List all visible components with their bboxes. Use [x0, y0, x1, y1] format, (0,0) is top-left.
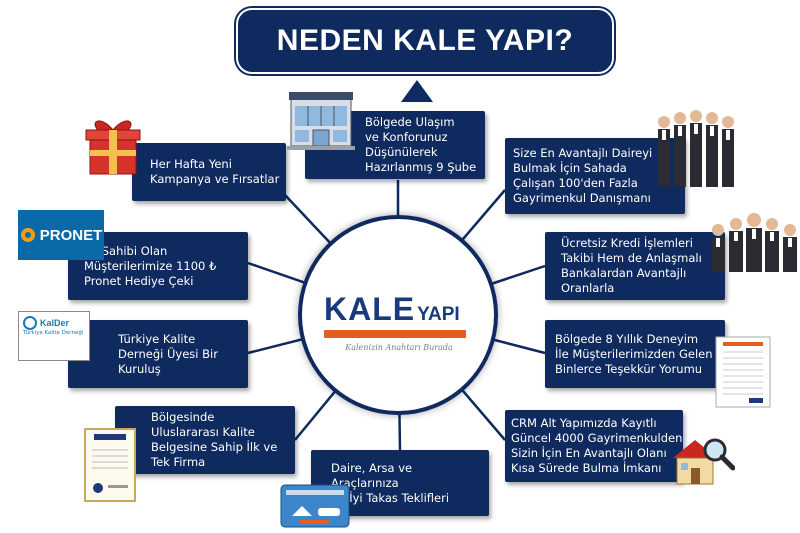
kalder-logo: KalDer Türkiye Kalite Derneği: [18, 311, 90, 361]
gift-box-icon: [85, 120, 141, 175]
logo-yapi-text: YAPI: [417, 304, 460, 325]
office-building-icon: [287, 92, 355, 150]
pronet-logo-text: PRONET: [39, 226, 103, 244]
exchange-card-icon: [280, 484, 350, 528]
pronet-logo: PRONET: [18, 210, 104, 260]
up-arrow-icon: [401, 80, 433, 102]
card-crm: CRM Alt Yapımızda Kayıtlı Güncel 4000 Ga…: [505, 410, 683, 482]
logo-orange-bar: [324, 330, 466, 338]
kalder-mark-icon: [23, 316, 37, 330]
business-team-icon: [711, 213, 797, 272]
card-kampanya: Her Hafta Yeni Kampanya ve Fırsatlar: [132, 143, 286, 201]
logo-slogan: Kalenizin Anahtarı Burada: [345, 343, 453, 352]
business-team-icon: [658, 110, 734, 187]
card-deneyim: Bölgede 8 Yıllık Deneyim İle Müşterileri…: [545, 320, 725, 388]
kalder-logo-text: KalDer: [40, 318, 70, 328]
card-danisman: Size En Avantajlı Daireyi Bulmak İçin Sa…: [505, 138, 685, 214]
certificate-icon: [84, 428, 136, 502]
page-title: NEDEN KALE YAPI?: [236, 8, 614, 74]
card-kredi: Ücretsiz Kredi İşlemleri Takibi Hem de A…: [545, 232, 725, 300]
logo-kale-text: KALE: [324, 291, 416, 327]
card-kalite: Bölgesinde Uluslararası Kalite Belgesine…: [115, 406, 295, 474]
house-search-icon: [673, 438, 735, 485]
kalder-logo-subtext: Türkiye Kalite Derneği: [23, 330, 84, 336]
thank-you-form-icon: [715, 336, 771, 408]
pronet-mark-icon: [20, 228, 35, 242]
card-kalder: Türkiye Kalite Derneği Üyesi Bir Kuruluş: [68, 320, 248, 388]
